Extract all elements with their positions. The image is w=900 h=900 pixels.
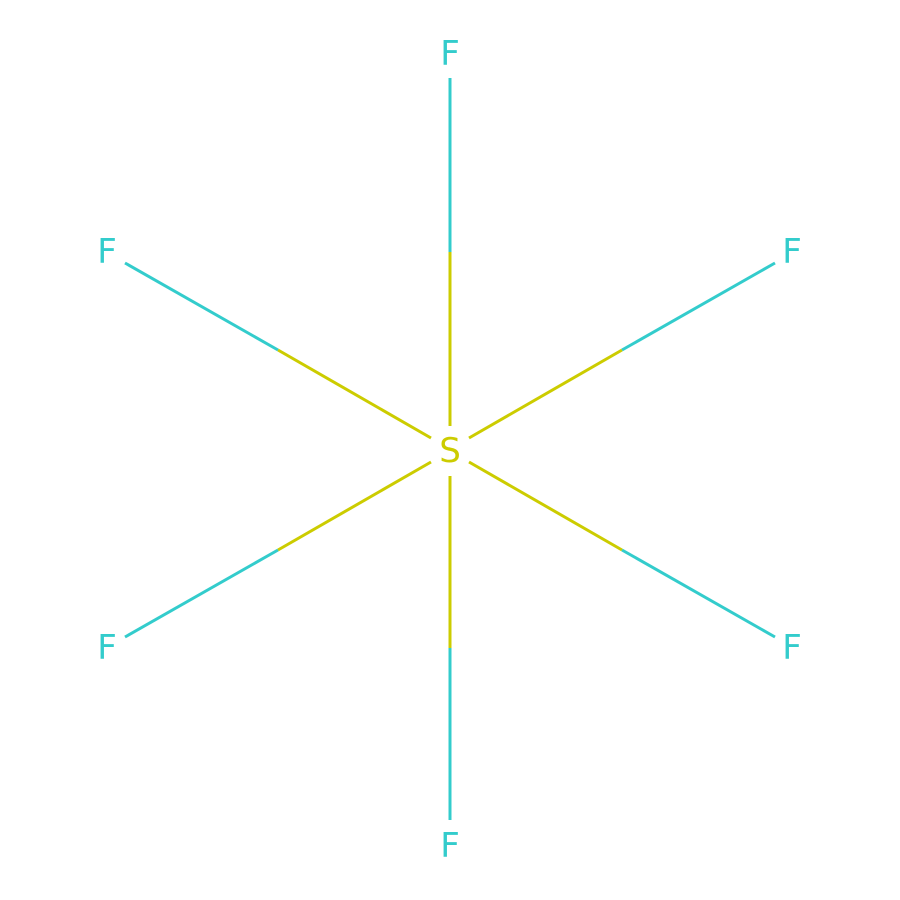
bond-s-f-upper-left [124, 261, 432, 440]
bond-half-fluorine [621, 261, 776, 352]
bond-half-fluorine [621, 548, 776, 639]
bond-half-fluorine [124, 261, 279, 352]
bond-half-sulfur [468, 460, 623, 552]
bond-s-f-lower-right [468, 460, 776, 639]
atom-sulfur: S [439, 431, 461, 471]
bond-half-sulfur [277, 460, 432, 552]
bond-half-sulfur [277, 348, 432, 440]
atom-fluorine-upper-right: F [782, 232, 802, 272]
bond-s-f-lower-left [124, 460, 432, 639]
atom-fluorine-down: F [440, 826, 460, 866]
atom-fluorine-lower-right: F [782, 628, 802, 668]
bond-layer [124, 78, 776, 820]
atom-fluorine-up: F [440, 34, 460, 74]
atom-layer: S F F F F F F [97, 34, 802, 866]
atom-fluorine-upper-left: F [97, 232, 117, 272]
bond-s-f-upper-right [468, 261, 776, 440]
bond-half-sulfur [468, 348, 623, 440]
bond-half-fluorine [124, 548, 279, 639]
atom-fluorine-lower-left: F [97, 628, 117, 668]
